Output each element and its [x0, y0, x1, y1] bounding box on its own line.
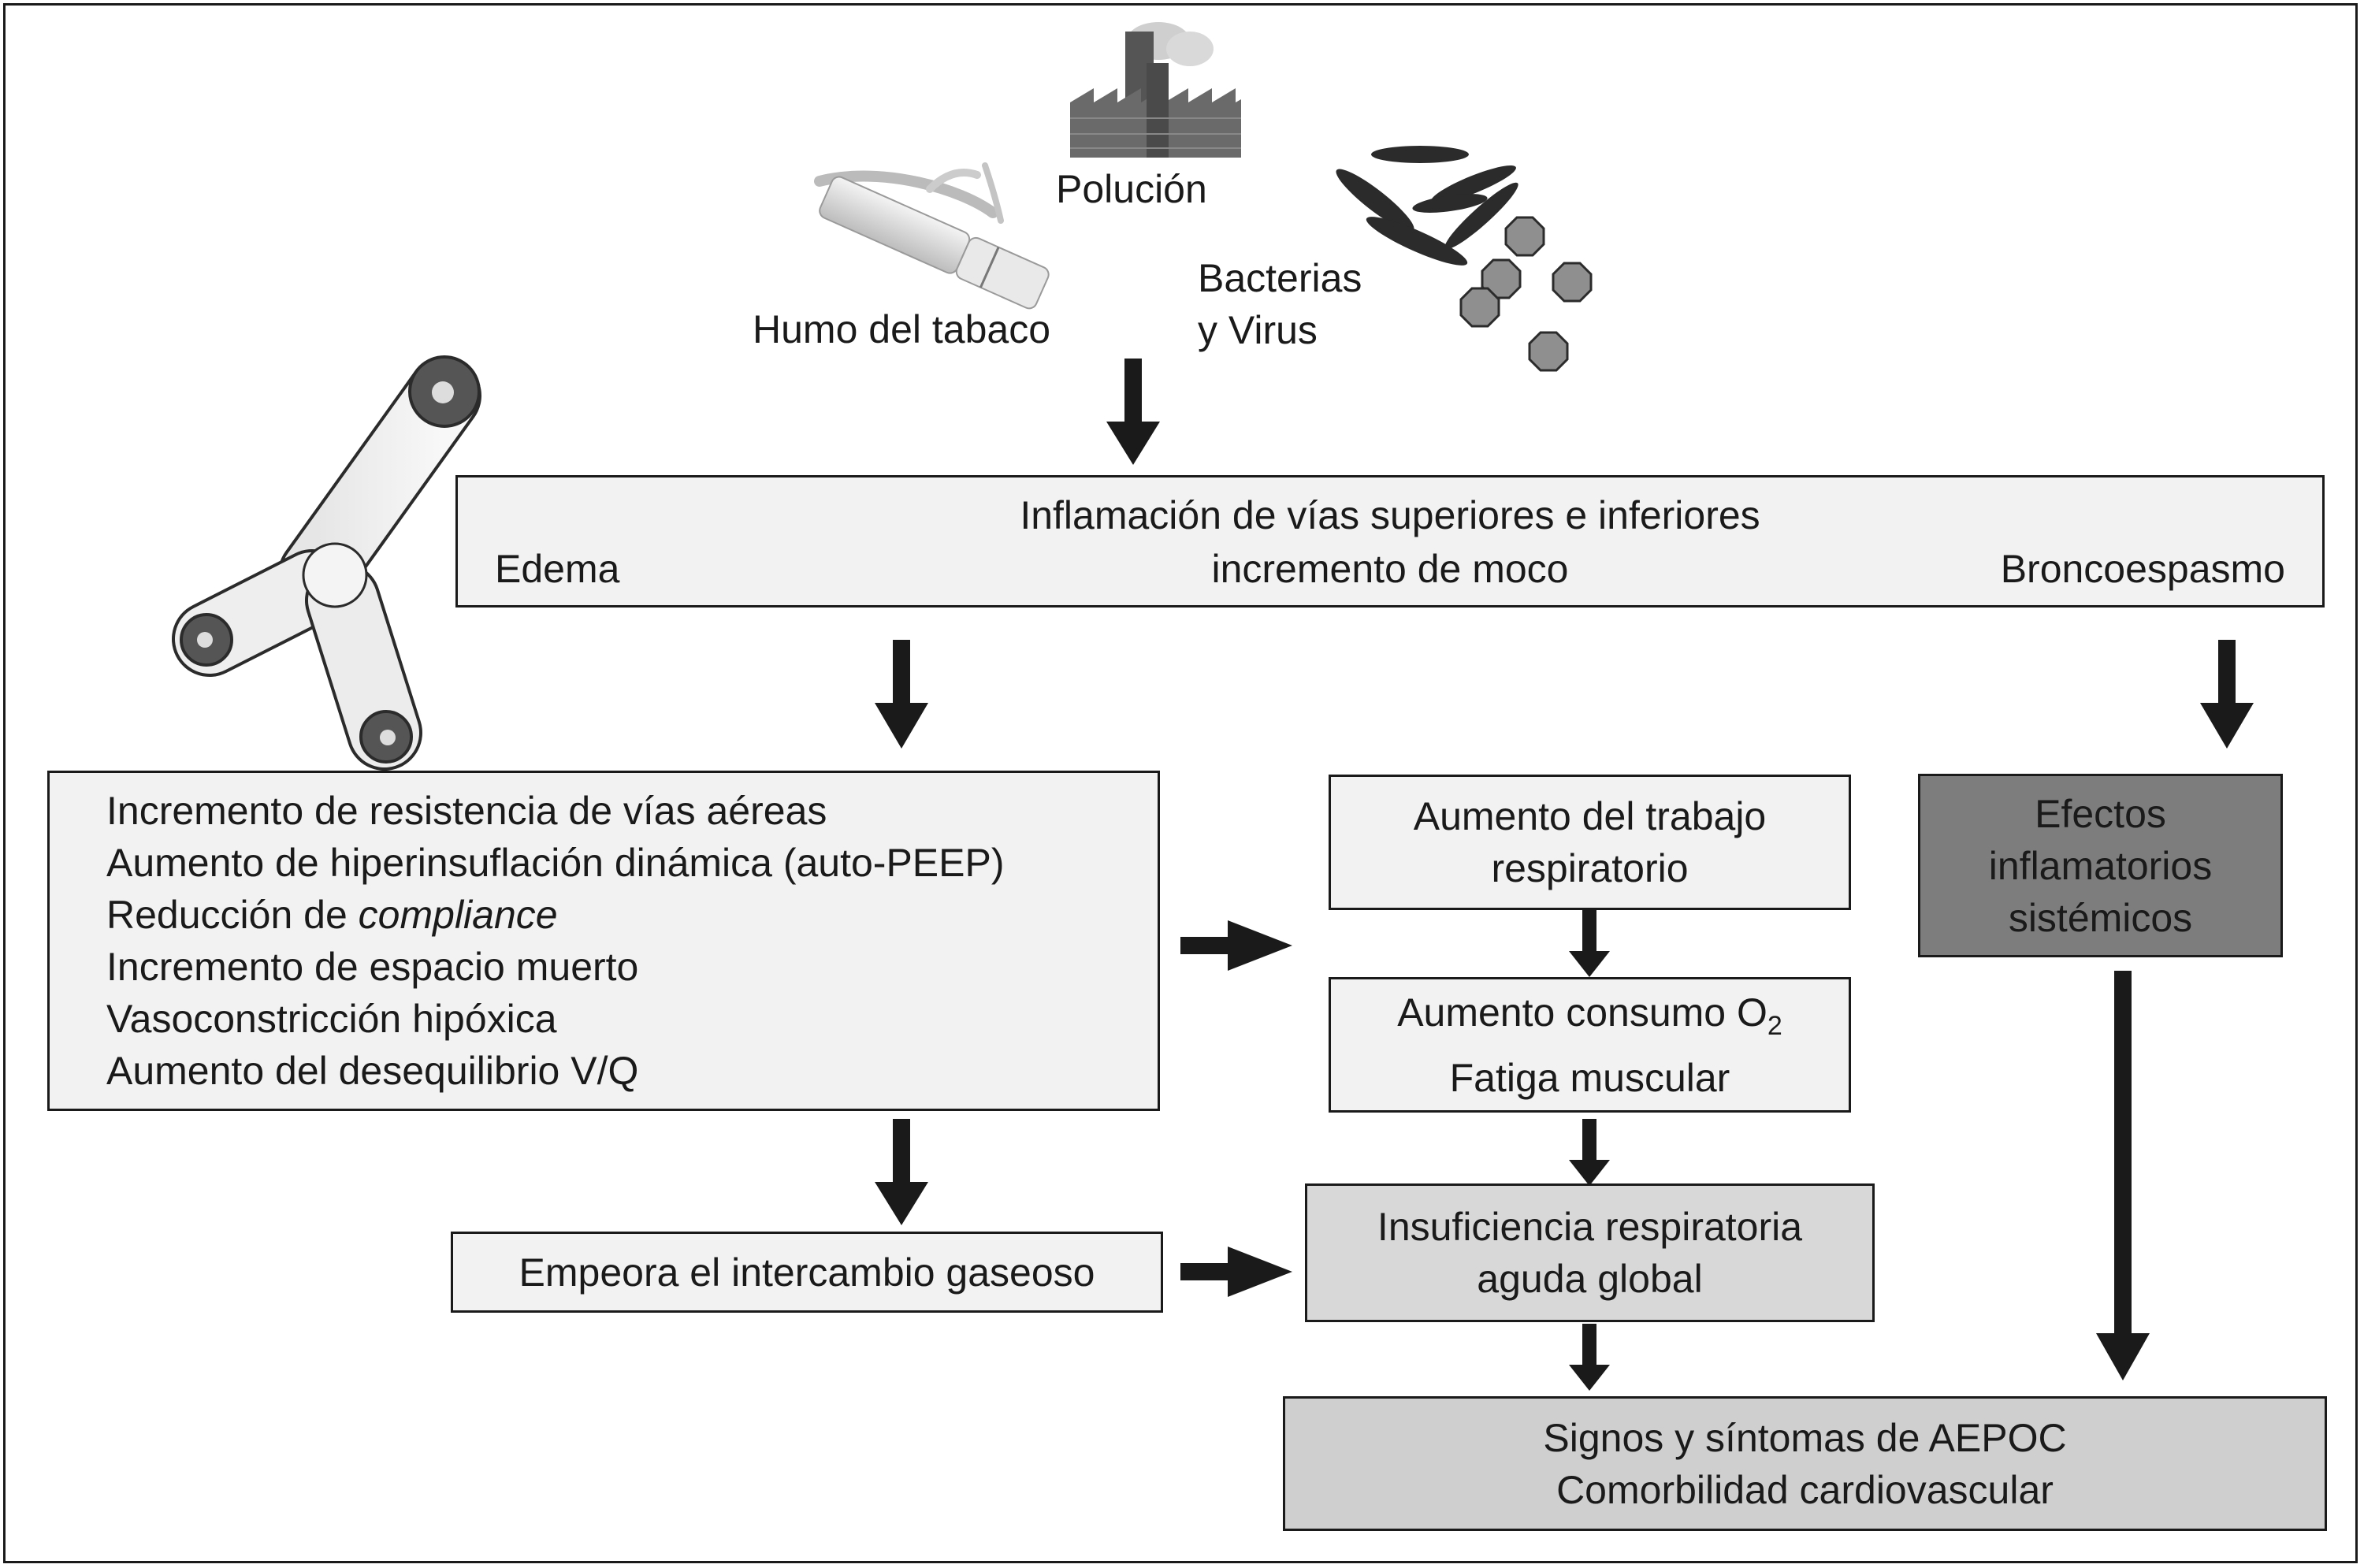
- mechanics-item-1: Incremento de resistencia de vías aéreas: [106, 789, 827, 833]
- arrow-mechanics-to-gas-exchange: [875, 1119, 928, 1225]
- respiratory-failure-box: Insuficiencia respiratoria aguda global: [1305, 1183, 1875, 1322]
- cigarette-icon: [814, 162, 1050, 310]
- systemic-effects-line1: Efectos: [2035, 791, 2166, 836]
- mechanics-item-6: Aumento del desequilibrio V/Q: [106, 1049, 639, 1093]
- arrow-inflammation-to-mechanics: [875, 640, 928, 749]
- outcome-line1: Signos y síntomas de AEPOC: [1543, 1415, 2067, 1460]
- inflammation-mucus: incremento de moco: [1211, 547, 1569, 591]
- gas-exchange-box: Empeora el intercambio gaseoso: [451, 1232, 1163, 1313]
- oxygen-consumption-line1: Aumento consumo O2: [1397, 987, 1782, 1052]
- arrow-gas-exchange-to-failure: [1180, 1247, 1292, 1297]
- arrow-oxygen-to-failure: [1569, 1119, 1610, 1186]
- mechanics-item-3: Reducción de compliance: [106, 889, 558, 941]
- arrow-inflammation-to-systemic: [2200, 640, 2254, 749]
- breathing-work-line1: Aumento del trabajo: [1413, 794, 1767, 838]
- oxygen-subscript: 2: [1767, 1010, 1782, 1041]
- inflammation-bronchospasm: Broncoespasmo: [2000, 547, 2285, 591]
- mechanics-item-2: Aumento de hiperinsuflación dinámica (au…: [106, 841, 1005, 885]
- respiratory-failure-line1: Insuficiencia respiratoria: [1377, 1205, 1803, 1249]
- inflammation-box: Inflamación de vías superiores e inferio…: [455, 475, 2325, 608]
- mechanics-box: Incremento de resistencia de vías aéreas…: [47, 771, 1160, 1111]
- mechanics-item-5: Vasoconstricción hipóxica: [106, 997, 557, 1041]
- systemic-effects-line2: inflamatorios: [1988, 843, 2213, 888]
- outcome-box: Signos y síntomas de AEPOC Comorbilidad …: [1283, 1396, 2327, 1531]
- arrow-work-to-oxygen: [1569, 910, 1610, 977]
- bronchi-icon: [172, 355, 481, 771]
- virus-icon: [1459, 216, 1593, 372]
- muscle-fatigue-line: Fatiga muscular: [1449, 1055, 1730, 1100]
- breathing-work-line2: respiratorio: [1491, 846, 1689, 890]
- arrow-mechanics-to-work: [1180, 920, 1292, 971]
- gas-exchange-label: Empeora el intercambio gaseoso: [519, 1250, 1095, 1295]
- outcome-line2: Comorbilidad cardiovascular: [1556, 1467, 2054, 1512]
- arrow-systemic-to-outcome: [2096, 971, 2150, 1380]
- breathing-work-box: Aumento del trabajo respiratorio: [1329, 775, 1851, 910]
- mechanics-item-3-compliance: compliance: [358, 893, 558, 937]
- bacteria-icon: [1336, 146, 1518, 266]
- diagram-frame: [3, 3, 2358, 1563]
- mechanics-item-3-text: Reducción de: [106, 893, 348, 937]
- inflammation-title: Inflamación de vías superiores e inferio…: [1020, 493, 1760, 537]
- inflammation-edema: Edema: [495, 547, 620, 591]
- respiratory-failure-line2: aguda global: [1477, 1257, 1703, 1301]
- arrow-sources-to-inflammation: [1106, 359, 1160, 465]
- tobacco-smoke-label: Humo del tabaco: [753, 307, 1051, 351]
- bacteria-virus-line2: y Virus: [1198, 308, 1318, 352]
- systemic-effects-box: Efectos inflamatorios sistémicos: [1918, 774, 2283, 957]
- mechanics-item-4: Incremento de espacio muerto: [106, 945, 639, 989]
- oxygen-consumption-box: Aumento consumo O2 Fatiga muscular: [1329, 977, 1851, 1113]
- factory-icon: [1070, 22, 1241, 158]
- bacteria-virus-line1: Bacterias: [1198, 256, 1362, 300]
- oxygen-consumption-prefix: Aumento consumo O: [1397, 990, 1767, 1035]
- bacteria-virus-label: Bacterias y Virus: [1198, 252, 1362, 356]
- pollution-label: Polución: [1056, 167, 1207, 211]
- arrow-failure-to-outcome: [1569, 1324, 1610, 1391]
- systemic-effects-line3: sistémicos: [2008, 895, 2193, 940]
